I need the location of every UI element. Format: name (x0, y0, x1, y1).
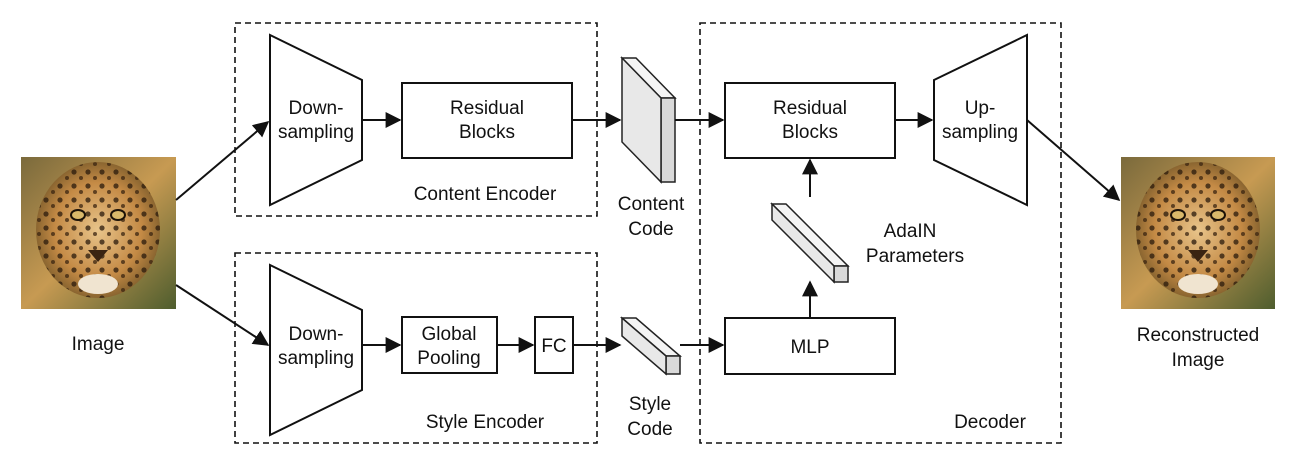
arrow-upsampling-to-output (1026, 119, 1121, 202)
upsampling-label-line1: Up- (965, 98, 996, 119)
upsampling-label-line2: sampling (942, 122, 1018, 143)
mlp-block (724, 317, 896, 375)
mlp-label: MLP (790, 337, 829, 358)
input-image-label: Image (72, 334, 125, 355)
adain-label-line2: Parameters (866, 246, 964, 267)
global-pooling-block (401, 316, 498, 374)
content-residual-blocks (401, 82, 573, 159)
reconstructed-image-label-line2: Image (1172, 350, 1225, 371)
style-downsampling-label-line1: Down- (289, 324, 344, 345)
decoder-group (699, 22, 1062, 444)
global-pooling-label-line1: Global (422, 324, 477, 345)
style-code-label-line1: Style (629, 394, 671, 415)
arrow-image-to-content-encoder (175, 120, 270, 201)
content-downsampling-block (269, 33, 363, 207)
content-downsampling-label-line2: sampling (278, 122, 354, 143)
arrow-image-to-style-encoder (175, 284, 270, 346)
fc-label: FC (541, 336, 566, 357)
style-downsampling-block (269, 263, 363, 437)
content-code-label-line1: Content (618, 194, 685, 215)
upsampling-block (933, 33, 1028, 207)
style-code-label-line2: Code (627, 419, 672, 440)
style-code-tensor (619, 316, 683, 376)
content-code-tensor (620, 56, 677, 184)
input-image (21, 157, 176, 309)
content-residual-label-line1: Residual (450, 98, 524, 119)
reconstructed-image (1121, 157, 1275, 309)
content-encoder-title: Content Encoder (414, 184, 557, 205)
content-downsampling-label-line1: Down- (289, 98, 344, 119)
style-encoder-title: Style Encoder (426, 412, 545, 433)
adain-label-line1: AdaIN (884, 221, 937, 242)
decoder-title: Decoder (954, 412, 1026, 433)
content-code-label-line2: Code (628, 219, 673, 240)
decoder-residual-label-line1: Residual (773, 98, 847, 119)
content-residual-label-line2: Blocks (459, 122, 515, 143)
global-pooling-label-line2: Pooling (417, 348, 480, 369)
decoder-residual-blocks (724, 82, 896, 159)
adain-parameters-tensor (770, 202, 850, 284)
reconstructed-image-label-line1: Reconstructed (1137, 325, 1260, 346)
content-encoder-group (234, 22, 598, 217)
decoder-residual-label-line2: Blocks (782, 122, 838, 143)
style-encoder-group (234, 252, 598, 444)
style-downsampling-label-line2: sampling (278, 348, 354, 369)
